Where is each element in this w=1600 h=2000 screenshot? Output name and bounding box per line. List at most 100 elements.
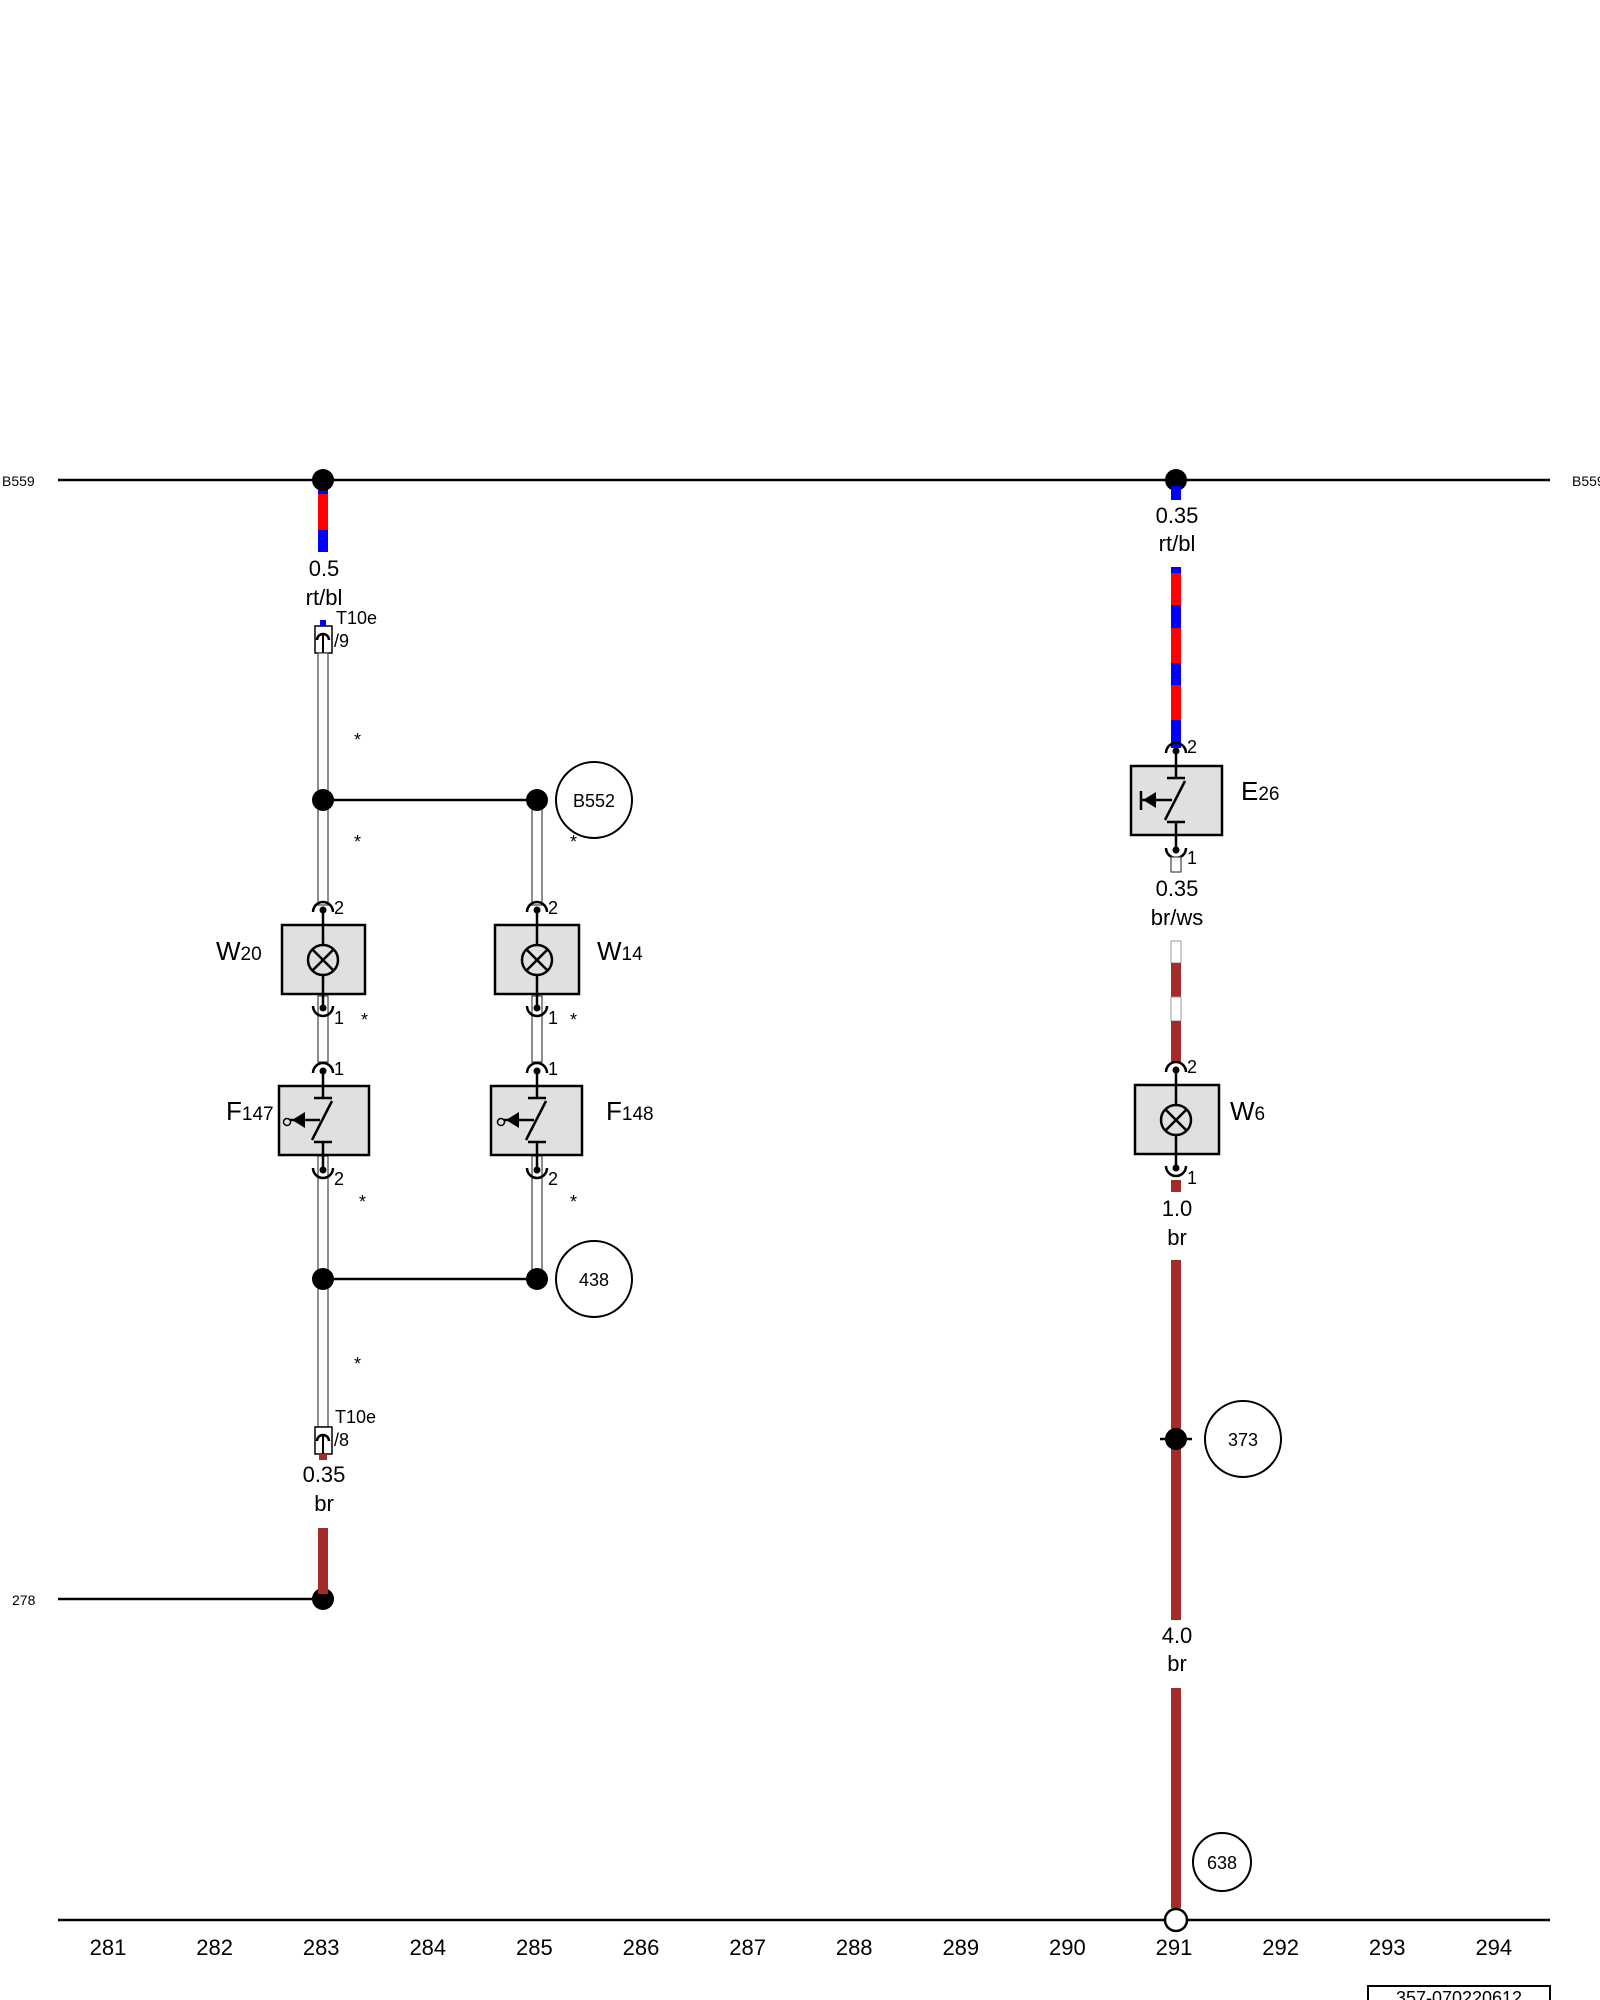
note-star-1: * (354, 730, 361, 750)
f148-pin-top: 1 (548, 1059, 558, 1079)
component-w14 (493, 900, 581, 1018)
grid-number-284: 284 (409, 1935, 446, 1960)
component-f147 (277, 1061, 371, 1180)
wire-291-top-size: 0.35 (1156, 503, 1199, 528)
grid-number-294: 294 (1475, 1935, 1512, 1960)
connector-t10e-9 (314, 625, 333, 654)
wire-285-seg3 (531, 1155, 543, 1280)
ref-b552-label: B552 (573, 791, 615, 811)
e26-pin-top: 2 (1187, 737, 1197, 757)
wire-291-mid-color: br/ws (1151, 905, 1204, 930)
component-w20 (280, 900, 367, 1018)
connector-t10e-8 (314, 1426, 333, 1455)
grid-number-291: 291 (1156, 1935, 1193, 1960)
w6-pin-top: 2 (1187, 1057, 1197, 1077)
note-star-3: * (361, 1010, 368, 1030)
wire-291-low-size: 1.0 (1162, 1196, 1193, 1221)
w14-pin-top: 2 (548, 898, 558, 918)
note-star-7: * (570, 1010, 577, 1030)
node-291-top (1165, 469, 1187, 491)
ref-circle-b552 (555, 761, 633, 839)
wire-291-top-stub (1171, 486, 1181, 500)
node-285-b552 (526, 789, 548, 811)
w14-pin-bot: 1 (548, 1008, 558, 1028)
f148-pin-bot: 2 (548, 1169, 558, 1189)
wire-283-bot-color: br (314, 1491, 334, 1516)
wire-291-gnd-size: 4.0 (1162, 1623, 1193, 1648)
diagram-id: 357-070220612 (1396, 1988, 1522, 2000)
wire-283-bot (318, 1528, 328, 1594)
grid-number-289: 289 (942, 1935, 979, 1960)
component-e26 (1129, 741, 1224, 860)
ref-638-label: 638 (1207, 1853, 1237, 1873)
component-f148 (489, 1061, 584, 1180)
wire-283-seg1 (317, 652, 329, 801)
f147-pin-bot: 2 (334, 1169, 344, 1189)
wire-283-bot-size: 0.35 (303, 1462, 346, 1487)
wire-285-seg1 (531, 799, 543, 906)
note-star-5: * (354, 1354, 361, 1374)
wire-283-top-color: rt/bl (306, 585, 343, 610)
e26-pin-bot: 1 (1187, 848, 1197, 868)
w20-pin-top: 2 (334, 898, 344, 918)
ref-circle-438 (555, 1240, 633, 1318)
note-star-8: * (570, 1192, 577, 1212)
wire-283-bot-stub (319, 1454, 327, 1460)
w6-label: W6 (1230, 1096, 1265, 1126)
node-285-438 (526, 1268, 548, 1290)
wire-291-w6-out (1171, 1180, 1181, 1192)
grid-number-285: 285 (516, 1935, 553, 1960)
bus-label-left: B559 (2, 473, 35, 489)
bus-label-278: 278 (12, 1592, 36, 1608)
grid-number-287: 287 (729, 1935, 766, 1960)
note-star-2: * (354, 832, 361, 852)
node-283-top (312, 469, 334, 491)
ground-point-291 (1163, 1907, 1189, 1933)
grid-numbers: 281 282 283 284 285 286 287 288 289 290 291 292 293 2… (90, 1935, 1513, 1960)
w20-label: W20 (216, 936, 262, 966)
wire-291-top (1171, 567, 1181, 748)
wire-291-mid-size: 0.35 (1156, 876, 1199, 901)
wire-291-top-color: rt/bl (1159, 531, 1196, 556)
ref-circle-373 (1204, 1400, 1282, 1478)
grid-number-288: 288 (836, 1935, 873, 1960)
connector-t10e-9-pin: /9 (334, 631, 349, 651)
grid-number-290: 290 (1049, 1935, 1086, 1960)
f147-pin-top: 1 (334, 1059, 344, 1079)
grid-number-283: 283 (303, 1935, 340, 1960)
wire-283-stub (320, 620, 326, 628)
wire-283-seg4 (317, 1155, 329, 1280)
grid-number-292: 292 (1262, 1935, 1299, 1960)
wire-283-seg5 (317, 1278, 329, 1428)
wire-283-top-size: 0.5 (309, 556, 340, 581)
grid-number-281: 281 (90, 1935, 127, 1960)
w6-pin-bot: 1 (1187, 1168, 1197, 1188)
ref-circle-638 (1192, 1832, 1252, 1892)
wire-291-low-color: br (1167, 1225, 1187, 1250)
wire-291-mid (1170, 940, 1182, 1063)
wire-291-gnd (1171, 1688, 1181, 1908)
connector-t10e-8-name: T10e (335, 1407, 376, 1427)
connector-t10e-8-pin: /8 (334, 1430, 349, 1450)
w20-pin-bot: 1 (334, 1008, 344, 1028)
component-w6 (1133, 1060, 1221, 1178)
note-star-4: * (359, 1192, 366, 1212)
note-star-6: * (570, 832, 577, 852)
f148-label: F148 (606, 1096, 654, 1126)
diagram-id-box (1367, 1985, 1551, 2000)
wire-291-gnd-color: br (1167, 1651, 1187, 1676)
ref-373-label: 373 (1228, 1430, 1258, 1450)
w14-label: W14 (597, 936, 643, 966)
wire-283-top (318, 486, 328, 552)
grid-number-286: 286 (623, 1935, 660, 1960)
f147-label: F147 (226, 1096, 274, 1126)
wire-291-e26-out (1170, 856, 1182, 873)
grid-number-282: 282 (196, 1935, 233, 1960)
wire-283-seg2 (317, 799, 329, 906)
node-283-278 (312, 1588, 334, 1610)
e26-label: E26 (1241, 776, 1279, 806)
ref-438-label: 438 (579, 1270, 609, 1290)
grid-number-293: 293 (1369, 1935, 1406, 1960)
connector-t10e-9-name: T10e (336, 608, 377, 628)
